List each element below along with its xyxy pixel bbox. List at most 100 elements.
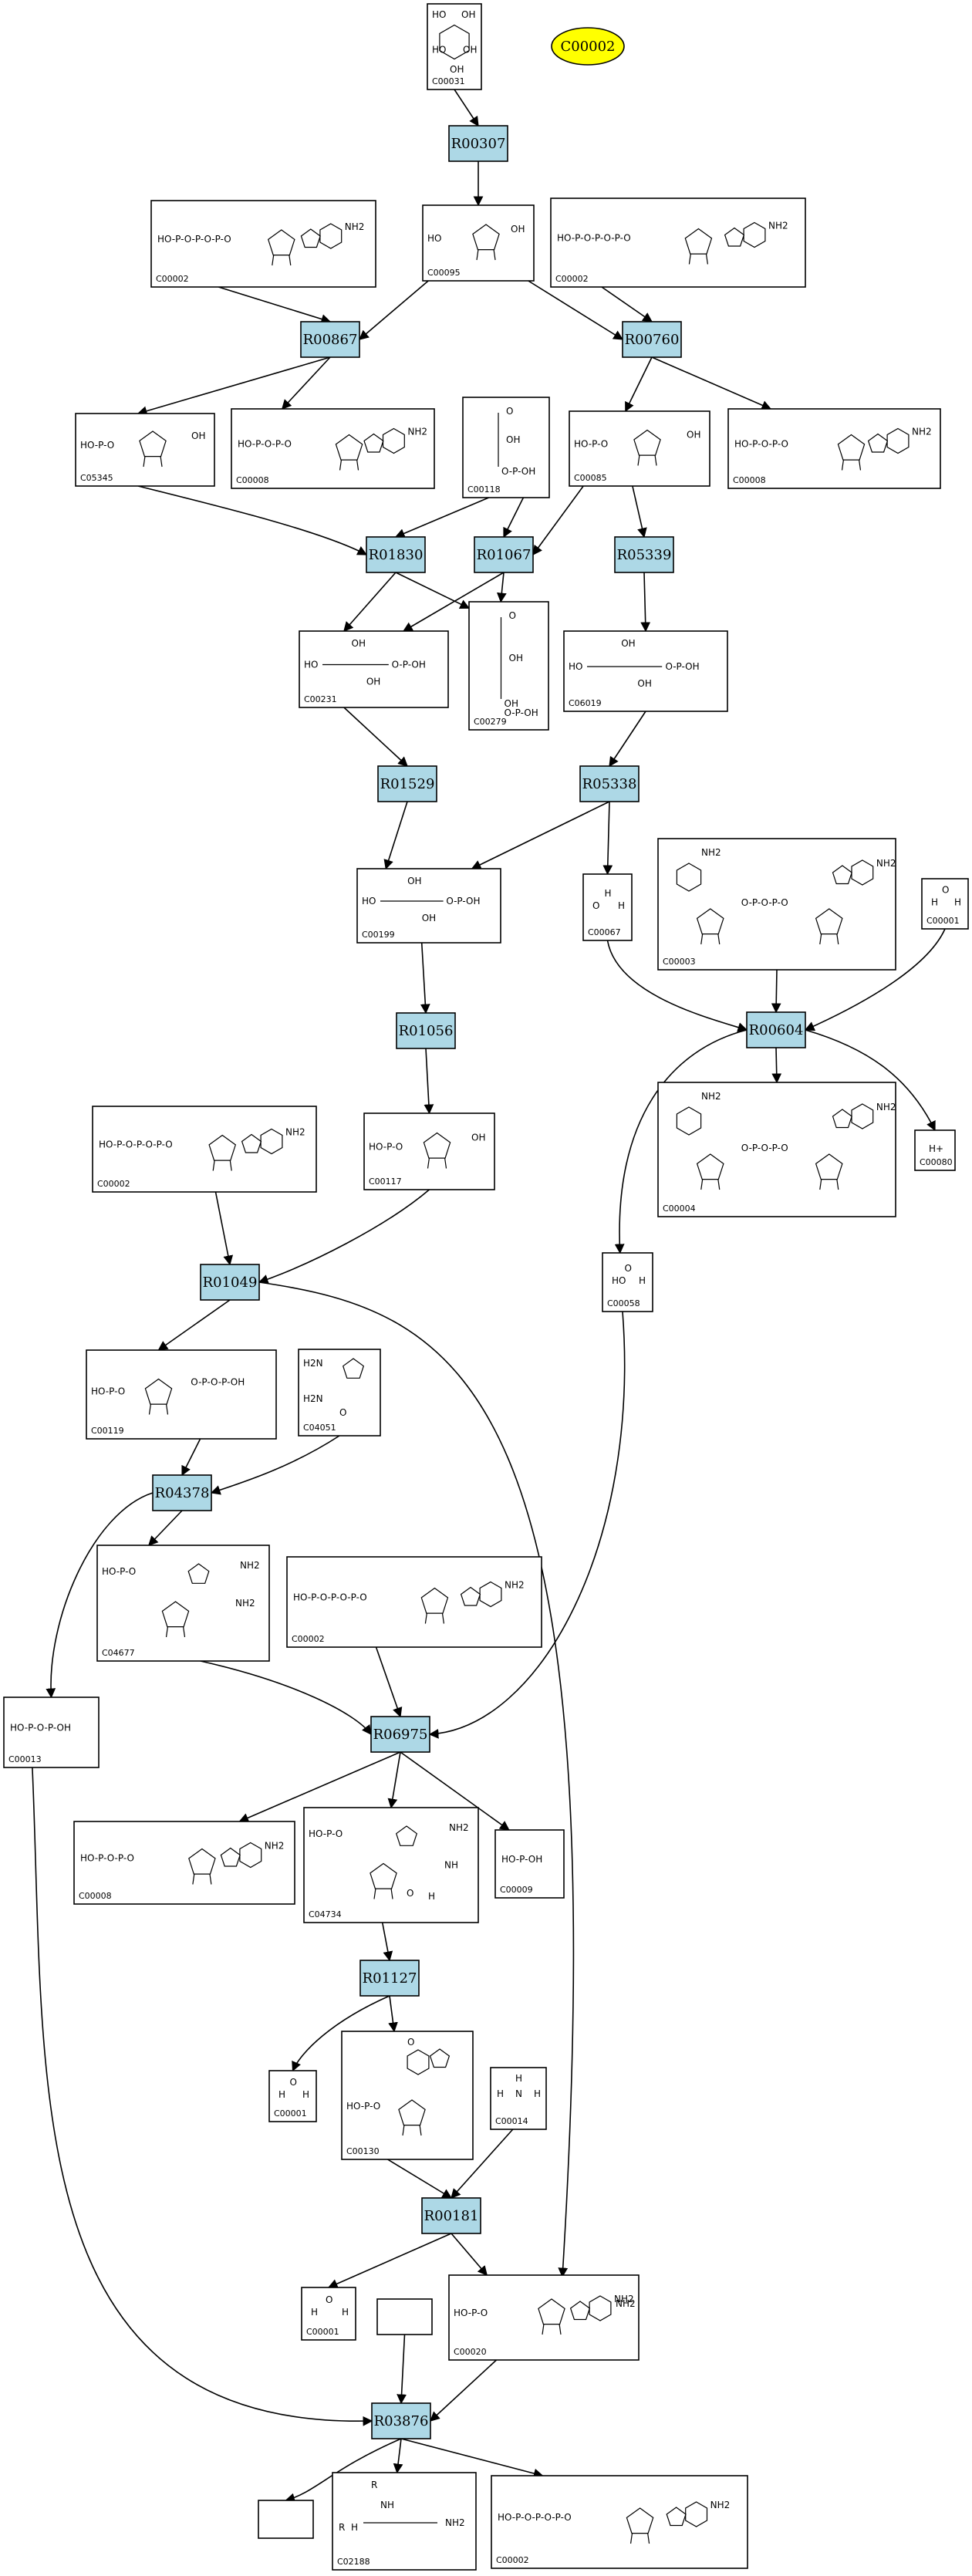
reaction-edge [394, 497, 489, 538]
compound-id-label: C00008 [79, 1891, 112, 1901]
atom-label: OH [461, 9, 475, 20]
reaction-r00867[interactable]: R00867 [300, 321, 360, 358]
ring-bond [472, 224, 500, 251]
ring-bond [676, 1106, 702, 1136]
reaction-edge [651, 356, 772, 410]
highlight-compound-oval[interactable]: C00002 [551, 27, 625, 66]
bond [148, 1403, 152, 1415]
atom-label: H [278, 2089, 285, 2100]
compound-id-label: C00013 [8, 1754, 42, 1764]
empty-compound-box[interactable] [376, 2298, 433, 2335]
atom-label: H [618, 900, 625, 911]
reaction-edge [428, 1311, 626, 1739]
atom-label: O [407, 2037, 414, 2048]
atom-label: H [931, 897, 938, 908]
reaction-r04378[interactable]: R04378 [152, 1474, 212, 1511]
atom-label: HO [432, 9, 446, 20]
reaction-r01067[interactable]: R01067 [474, 536, 534, 573]
reaction-edge [454, 89, 479, 127]
amine-label: NH2 [407, 427, 427, 437]
ring-bond [815, 1153, 843, 1180]
reaction-edge [200, 1660, 372, 1736]
reaction-r06975[interactable]: R06975 [370, 1716, 430, 1753]
reaction-r00307[interactable]: R00307 [448, 125, 508, 162]
reaction-r05338[interactable]: R05338 [579, 765, 640, 802]
amine-label: NH2 [768, 221, 788, 231]
ring-bond [382, 427, 405, 454]
reaction-edge [343, 707, 408, 767]
reaction-r03876[interactable]: R03876 [371, 2402, 431, 2439]
reaction-edge [400, 2438, 544, 2479]
reaction-r01830[interactable]: R01830 [366, 536, 426, 573]
compound-box [563, 630, 728, 712]
ring-bond [423, 1132, 451, 1159]
bond [637, 454, 640, 466]
compound-id-label: C00009 [500, 1885, 533, 1895]
compound-id-label: C00085 [574, 473, 607, 483]
ring-bond [460, 1586, 481, 1606]
highlight-oval-label: C00002 [560, 39, 615, 55]
reaction-box [300, 321, 360, 358]
bond [654, 454, 657, 466]
compound-box [303, 1807, 479, 1923]
atom-label: O [625, 1263, 632, 1274]
reaction-r00760[interactable]: R00760 [622, 321, 682, 358]
reaction-edge [238, 1751, 401, 1823]
ring-bond [241, 1133, 262, 1153]
reaction-r05339[interactable]: R05339 [614, 536, 674, 573]
reaction-r01056[interactable]: R01056 [396, 1012, 456, 1049]
amine-label: NH2 [710, 2500, 731, 2510]
reaction-r01049[interactable]: R01049 [200, 1264, 260, 1301]
reaction-edge [430, 2359, 498, 2422]
reaction-r00181[interactable]: R00181 [421, 2197, 481, 2234]
reaction-edge [395, 572, 471, 609]
compound-c00080[interactable]: H+C00080 [914, 1129, 956, 1171]
reaction-r00604[interactable]: R00604 [746, 1011, 806, 1048]
reaction-r01529[interactable]: R01529 [377, 765, 437, 802]
compound-id-label: C05345 [80, 473, 113, 483]
reaction-r01127[interactable]: R01127 [359, 1960, 420, 1997]
bond [841, 459, 845, 471]
atom-label: H+ [929, 1143, 943, 1154]
empty-compound-box[interactable] [258, 2500, 314, 2539]
reaction-edge [181, 1438, 201, 1477]
atom-label: O-P-OH [446, 896, 480, 906]
ring-bond [886, 427, 910, 454]
